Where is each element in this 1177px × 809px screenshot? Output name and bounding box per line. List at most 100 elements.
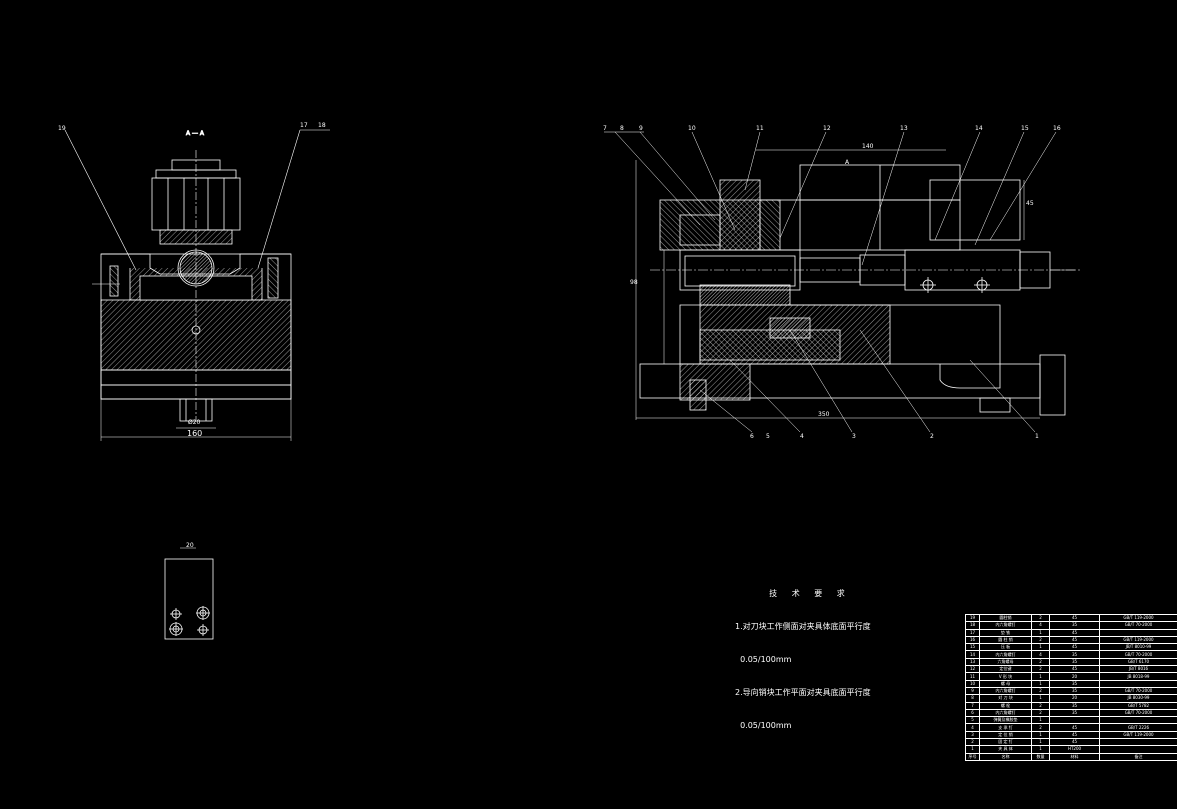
bom-cell: 8 <box>965 694 980 703</box>
bom-cell <box>1099 628 1177 637</box>
left-section-view: A — A <box>64 130 330 441</box>
balloon-9: 9 <box>639 125 643 132</box>
bom-cell: 定位键 <box>979 665 1032 674</box>
bom-cell: 六角螺母 <box>979 657 1032 667</box>
dim-top: 140 <box>862 143 874 150</box>
tech-title: 技 术 要 求 <box>769 589 851 598</box>
bom-cell: GB/T 6170 <box>1099 657 1177 667</box>
bom-cell: 4 <box>1031 650 1050 659</box>
bom-header-cell: 材料 <box>1049 752 1100 761</box>
balloon-13: 13 <box>900 125 908 132</box>
balloon-16: 16 <box>1053 125 1061 132</box>
bom-cell: 螺 母 <box>979 679 1032 688</box>
bom-cell: 1 <box>965 745 980 754</box>
balloon-15: 15 <box>1021 125 1029 132</box>
dim-bottom: 350 <box>818 411 830 418</box>
bom-cell: 35 <box>1049 621 1100 630</box>
bom-cell: 螺 栓 <box>979 701 1032 710</box>
bom-cell: 35 <box>1049 708 1100 718</box>
bom-cell: 16 <box>965 635 980 645</box>
bom-cell: 6 <box>965 708 980 718</box>
bom-cell: 2 <box>1031 657 1050 667</box>
bom-cell: 20 <box>1049 672 1100 681</box>
dim-width-160: 160 <box>187 429 202 438</box>
bom-cell: 20 <box>1049 694 1100 703</box>
balloon-12: 12 <box>823 125 831 132</box>
bom-cell: 2 <box>1031 708 1050 718</box>
bom-cell: 7 <box>965 701 980 710</box>
bom-cell: 4 <box>1031 621 1050 630</box>
balloon-7: 7 <box>603 125 607 132</box>
front-view-labels: 7 8 9 10 11 12 13 14 15 16 6 5 4 3 2 1 A… <box>603 125 1061 440</box>
bom-cell: HT200 <box>1049 745 1100 754</box>
balloon-19: 19 <box>58 125 66 132</box>
bom-cell: 圆 柱 销 <box>979 635 1032 645</box>
bom-cell: 35 <box>1049 657 1100 667</box>
bom-cell: 19 <box>965 613 980 623</box>
dim-small: Ø20 <box>188 419 201 426</box>
dim-left: 98 <box>630 279 638 286</box>
bom-cell: 圆柱销 <box>979 613 1032 623</box>
bom-cell: 9 <box>965 686 980 696</box>
tech-line-1b: 0.05/100mm <box>735 655 792 664</box>
balloon-1: 1 <box>1035 433 1039 440</box>
balloon-17: 17 <box>300 122 308 129</box>
bom-cell: GB/T 70-2000 <box>1099 686 1177 696</box>
bom-cell: 夹 具 体 <box>979 745 1032 754</box>
bom-cell: 固 定 钉 <box>979 738 1032 747</box>
bom-cell: 支 承 钉 <box>979 723 1032 732</box>
bom-header-cell: 名称 <box>979 752 1032 761</box>
bom-cell <box>1099 716 1177 725</box>
balloon-4: 4 <box>800 433 804 440</box>
bom-cell <box>1099 745 1177 754</box>
bom-cell: 35 <box>1049 686 1100 696</box>
bom-cell: 2 <box>1031 635 1050 645</box>
tech-line-2b: 0.05/100mm <box>735 721 792 730</box>
bom-cell: 3 <box>965 730 980 740</box>
balloon-18: 18 <box>318 122 326 129</box>
bom-cell: 45 <box>1049 730 1100 740</box>
bom-cell: 35 <box>1049 650 1100 659</box>
bom-cell: 5 <box>965 716 980 725</box>
bom-cell: 14 <box>965 650 980 659</box>
section-mark-a: A <box>845 159 850 166</box>
bom-cell: JB 8018-99 <box>1099 672 1177 681</box>
balloon-2: 2 <box>930 433 934 440</box>
bom-cell: 2 <box>1031 613 1050 623</box>
bom-cell: 1 <box>1031 738 1050 747</box>
bom-cell: 2 <box>965 738 980 747</box>
bom-cell: 2 <box>1031 665 1050 674</box>
bom-cell: 垫 铁 <box>979 628 1032 637</box>
bom-cell: GB/T 119-2000 <box>1099 635 1177 645</box>
bom-cell: GB/T 5782 <box>1099 701 1177 710</box>
bom-header-row: 序号名称数量材料备注 <box>965 752 1177 761</box>
bom-cell: 1 <box>1031 694 1050 703</box>
balloon-5: 5 <box>766 433 770 440</box>
bom-cell: 45 <box>1049 643 1100 652</box>
bom-cell: 1 <box>1031 628 1050 637</box>
tech-line-2: 2.导向销块工作平面对夹具底面平行度 <box>735 688 871 697</box>
bom-cell: 12 <box>965 665 980 674</box>
bom-cell: 1 <box>1031 679 1050 688</box>
balloon-10: 10 <box>688 125 696 132</box>
bom-cell: JB/T 8016 <box>1099 665 1177 674</box>
bom-cell: 对 刀 块 <box>979 694 1032 703</box>
bom-cell: 11 <box>965 672 980 681</box>
bom-cell: 10 <box>965 679 980 688</box>
bom-cell: GB/T 119-2000 <box>1099 730 1177 740</box>
balloon-3: 3 <box>852 433 856 440</box>
bom-header-cell: 备注 <box>1099 752 1177 761</box>
